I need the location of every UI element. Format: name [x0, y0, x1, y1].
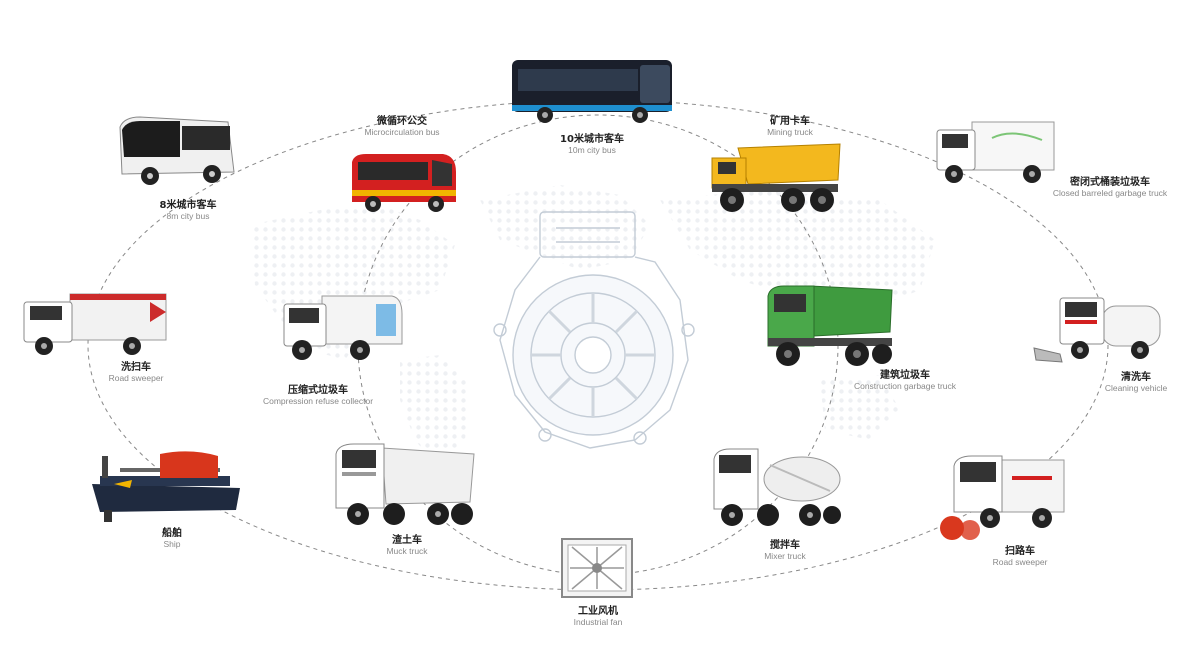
- city-bus-icon: [512, 60, 672, 123]
- vehicle-label-muck-truck: 渣土车 Muck truck: [386, 535, 428, 556]
- electric-motor-icon: [493, 211, 695, 449]
- vehicle-label-city-bus-8m: 8米城市客车 8m city bus: [159, 200, 217, 221]
- dump-truck-icon: [767, 285, 893, 366]
- vehicle-label-mixer-truck: 搅拌车 Mixer truck: [764, 540, 806, 561]
- industrial-fan-icon: [561, 538, 633, 598]
- vehicle-label-construction-garbage-truck: 建筑垃圾车 Construction garbage truck: [853, 370, 957, 391]
- vehicle-label-cleaning-vehicle: 清洗车 Cleaning vehicle: [1104, 372, 1168, 393]
- ship-icon: [92, 451, 240, 522]
- vehicle-label-ship: 船舶 Ship: [162, 528, 182, 549]
- vehicle-label-industrial-fan: 工业风机 Industrial fan: [573, 606, 623, 627]
- street-sweeper-icon: [940, 455, 1065, 540]
- vehicle-label-road-sweeper-right: 扫路车 Road sweeper: [992, 546, 1048, 567]
- mining-truck-icon: [711, 143, 841, 212]
- vehicle-label-mining-truck: 矿用卡车 Mining truck: [767, 116, 813, 137]
- muck-truck-icon: [335, 443, 475, 525]
- vehicle-label-city-bus-10m: 10米城市客车 10m city bus: [560, 134, 624, 155]
- vehicle-label-compression-refuse-collector: 压缩式垃圾车 Compression refuse collector: [262, 385, 374, 406]
- mixer-truck-icon: [713, 448, 841, 526]
- vehicle-label-microcirculation-bus: 微循环公交 Microcirculation bus: [364, 116, 440, 137]
- refuse-truck-icon: [283, 295, 403, 360]
- vehicle-label-road-sweeper-left: 洗扫车 Road sweeper: [108, 362, 164, 383]
- sweeper-truck-icon: [23, 293, 167, 355]
- washer-truck-icon: [1033, 297, 1161, 363]
- vehicle-label-closed-garbage-truck: 密闭式桶装垃圾车 Closed barreled garbage truck: [1052, 177, 1168, 198]
- coach-bus-icon: [119, 116, 235, 185]
- garbage-truck-icon: [936, 121, 1055, 183]
- mini-bus-icon: [352, 154, 456, 212]
